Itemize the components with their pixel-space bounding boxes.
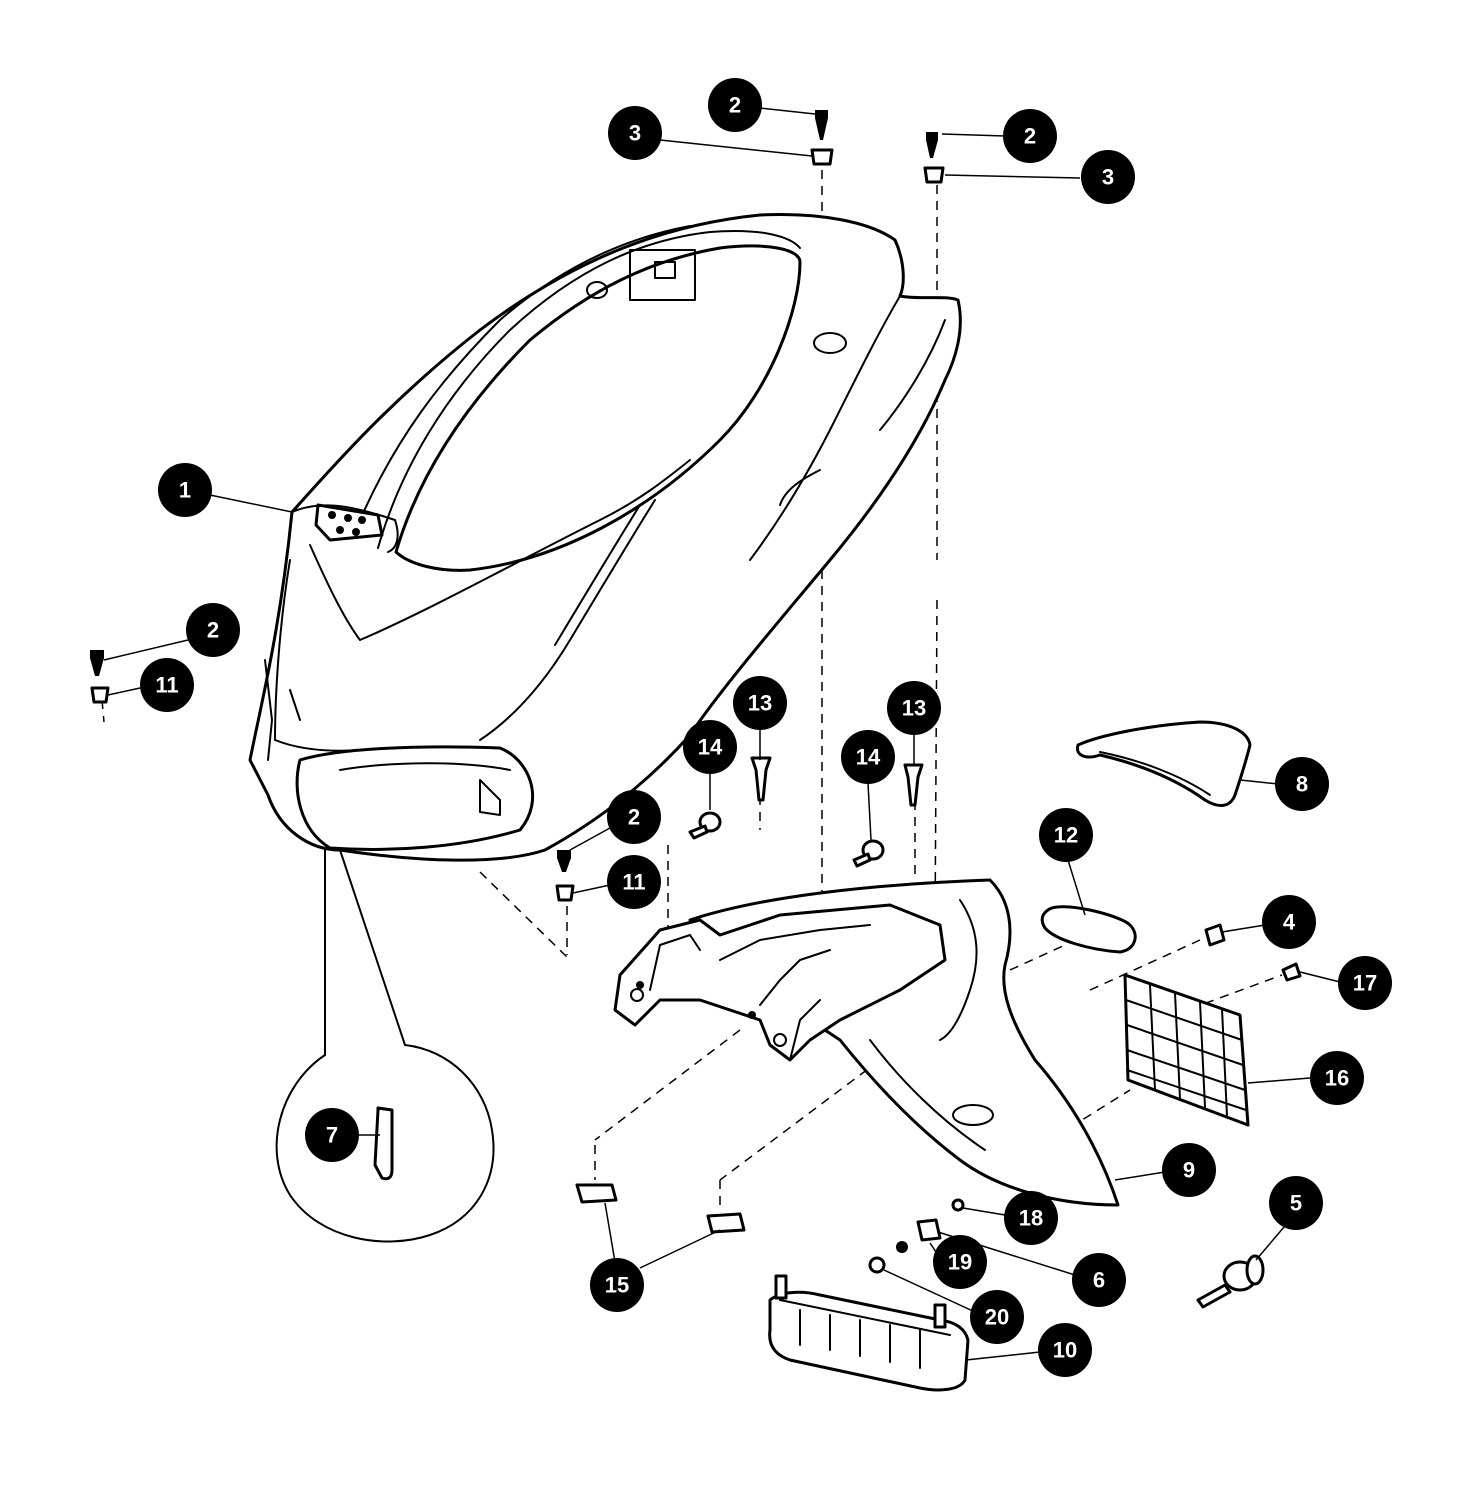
small-hardware	[90, 110, 1302, 1274]
svg-text:18: 18	[1019, 1206, 1043, 1231]
svg-text:7: 7	[326, 1123, 338, 1148]
callout-15: 15	[590, 1258, 644, 1312]
svg-text:6: 6	[1093, 1268, 1105, 1293]
svg-text:16: 16	[1325, 1066, 1349, 1091]
callout-2-lower: 2	[607, 790, 661, 844]
callout-16: 16	[1310, 1051, 1364, 1105]
svg-text:14: 14	[856, 745, 881, 770]
part-7-inset	[275, 847, 495, 1243]
callout-11-lower: 11	[607, 855, 661, 909]
svg-text:2: 2	[207, 618, 219, 643]
svg-text:10: 10	[1053, 1338, 1077, 1363]
svg-text:13: 13	[902, 696, 926, 721]
part-12-reflector	[1040, 905, 1137, 954]
part-10-light-housing	[768, 1274, 970, 1392]
leader-lines	[103, 107, 1341, 1361]
callout-2-top-left: 2	[708, 78, 762, 132]
svg-text:4: 4	[1283, 910, 1296, 935]
callout-10: 10	[1038, 1323, 1092, 1377]
callout-7: 7	[305, 1108, 359, 1162]
callout-9: 9	[1162, 1143, 1216, 1197]
svg-text:19: 19	[948, 1250, 972, 1275]
callout-2-left: 2	[186, 603, 240, 657]
svg-text:5: 5	[1290, 1191, 1302, 1216]
part-9-rear-fender	[613, 878, 1120, 1207]
callout-2-top-right: 2	[1003, 109, 1057, 163]
svg-text:11: 11	[622, 870, 645, 895]
svg-text:15: 15	[605, 1273, 629, 1298]
callout-20: 20	[970, 1290, 1024, 1344]
svg-text:20: 20	[985, 1305, 1009, 1330]
callout-4: 4	[1262, 895, 1316, 949]
svg-text:12: 12	[1054, 823, 1078, 848]
svg-text:3: 3	[1102, 165, 1114, 190]
svg-text:9: 9	[1183, 1158, 1195, 1183]
part-1-front-shield	[248, 213, 962, 862]
callout-14-left: 14	[683, 720, 737, 774]
callout-13-left: 13	[733, 676, 787, 730]
callout-6: 6	[1072, 1253, 1126, 1307]
part-16-plate	[1123, 973, 1250, 1127]
part-8-cover	[1075, 720, 1252, 807]
part-5-bolt	[1196, 1254, 1265, 1309]
callout-3-top-left: 3	[608, 106, 662, 160]
svg-text:17: 17	[1353, 971, 1377, 996]
callout-19: 19	[933, 1235, 987, 1289]
callout-5: 5	[1269, 1176, 1323, 1230]
callout-1: 1	[158, 463, 212, 517]
svg-text:2: 2	[1024, 124, 1036, 149]
svg-text:3: 3	[629, 121, 641, 146]
callout-8: 8	[1275, 757, 1329, 811]
callout-11-left: 11	[140, 658, 194, 712]
callout-17: 17	[1338, 956, 1392, 1010]
svg-text:2: 2	[729, 93, 741, 118]
callout-18: 18	[1004, 1191, 1058, 1245]
svg-text:14: 14	[698, 735, 723, 760]
svg-text:8: 8	[1296, 772, 1308, 797]
svg-text:1: 1	[179, 478, 191, 503]
svg-text:13: 13	[748, 691, 772, 716]
callout-14-right: 14	[841, 730, 895, 784]
svg-text:11: 11	[155, 673, 178, 698]
callout-3-top-right: 3	[1081, 150, 1135, 204]
callout-12: 12	[1039, 808, 1093, 862]
callout-13-right: 13	[887, 681, 941, 735]
svg-text:2: 2	[628, 805, 640, 830]
